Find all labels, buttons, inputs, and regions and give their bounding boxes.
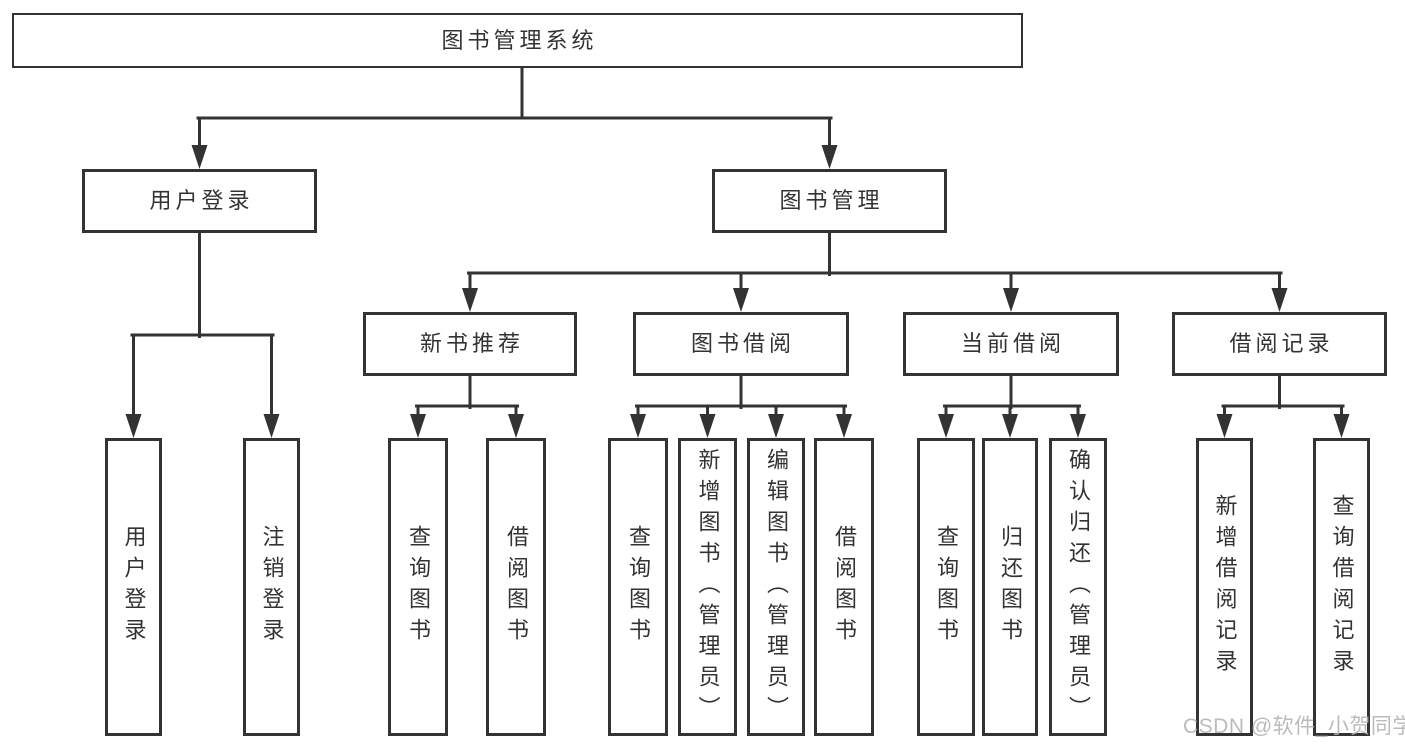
node-leaf-user-login: 用户登录 [105,438,162,736]
node-label: 新增图书（管理员） [695,447,721,727]
node-user-login: 用户登录 [82,169,317,233]
node-label: 查询图书 [406,525,431,649]
node-label: 借阅图书 [832,525,857,649]
node-leaf-add-books-admin: 新增图书（管理员） [678,438,737,736]
node-new-book-recommendation: 新书推荐 [363,312,577,376]
node-label: 编辑图书（管理员） [764,447,789,727]
node-label: 新增借阅记录 [1212,494,1238,680]
node-label: 图书管理系统 [441,27,598,53]
node-label: 归还图书 [998,525,1023,649]
node-label: 确认归还（管理员） [1066,447,1091,727]
node-label: 查询图书 [934,525,959,649]
node-label: 图书借阅 [690,331,795,356]
node-leaf-return-books: 归还图书 [982,438,1038,736]
node-current-borrowing: 当前借阅 [903,312,1119,376]
node-book-management: 图书管理 [712,169,947,233]
node-label: 当前借阅 [960,331,1065,356]
node-leaf-add-borrow-record: 新增借阅记录 [1196,438,1253,736]
node-label: 查询借阅记录 [1329,494,1355,680]
node-leaf-logout: 注销登录 [243,438,300,736]
node-label: 图书管理 [779,188,884,213]
node-book-borrowing: 图书借阅 [633,312,849,376]
node-leaf-borrow-books: 借阅图书 [814,438,874,736]
node-label: 借阅图书 [504,525,529,649]
node-label: 用户登录 [149,188,254,213]
node-label: 注销登录 [259,525,285,649]
node-leaf-search-books-borrowing: 查询图书 [608,438,668,736]
node-label: 新书推荐 [419,331,524,356]
node-leaf-search-books-current: 查询图书 [917,438,975,736]
node-leaf-confirm-return-admin: 确认归还（管理员） [1049,438,1107,736]
node-leaf-search-books-recommend: 查询图书 [388,438,448,736]
node-leaf-borrow-books-recommend: 借阅图书 [486,438,546,736]
node-leaf-edit-books-admin: 编辑图书（管理员） [747,438,805,736]
watermark-text: CSDN @软件_小贺同学 [1183,715,1405,738]
node-label: 借阅记录 [1229,331,1334,356]
node-label: 查询图书 [626,525,651,649]
node-borrowing-records: 借阅记录 [1172,312,1387,376]
node-library-management-system: 图书管理系统 [12,13,1023,68]
node-label: 用户登录 [121,525,147,649]
node-leaf-search-borrow-record: 查询借阅记录 [1313,438,1370,736]
